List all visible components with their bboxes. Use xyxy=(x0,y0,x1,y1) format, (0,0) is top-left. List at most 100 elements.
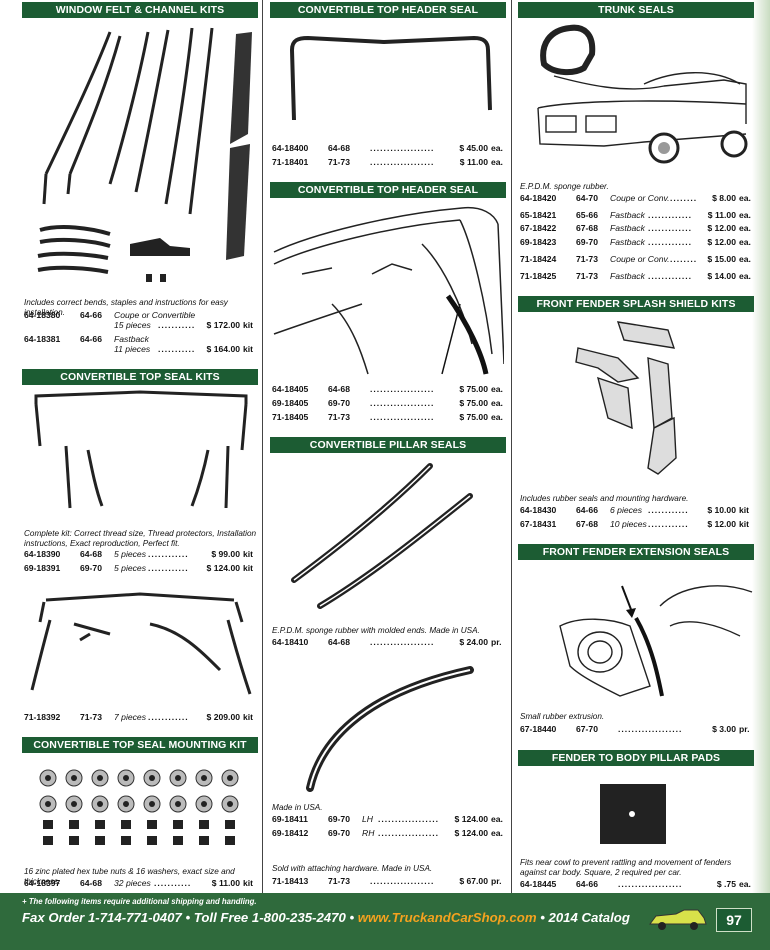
section-header-trunk-seals: TRUNK SEALS xyxy=(518,2,754,18)
section-header-pillar-pads: FENDER TO BODY PILLAR PADS xyxy=(518,750,754,766)
leader-dots: ............. xyxy=(648,210,693,220)
year-range: 65-66 xyxy=(576,210,598,220)
product-row: 71-18424 71-73 Coupe or Conv. ........ $… xyxy=(520,254,754,265)
unit: ea. xyxy=(739,210,751,220)
year-range: 69-70 xyxy=(328,398,350,408)
section-header-conv-top-seal-kits: CONVERTIBLE TOP SEAL KITS xyxy=(22,369,258,385)
year-range: 69-70 xyxy=(328,814,350,824)
unit: kit xyxy=(243,878,254,888)
product-row: 64-18410 64-68 ................... $ 24.… xyxy=(272,637,506,648)
leader-dots: ........... xyxy=(158,344,196,354)
description: 32 pieces xyxy=(114,878,151,888)
product-row: 67-18440 67-70 ................... $ 3.0… xyxy=(520,724,754,735)
section-header-window-felt: WINDOW FELT & CHANNEL KITS xyxy=(22,2,258,18)
section-header-pillar-seals: CONVERTIBLE PILLAR SEALS xyxy=(270,437,506,453)
year-range: 64-66 xyxy=(576,505,598,515)
trunk-seals-note: E.P.D.M. sponge rubber. xyxy=(520,182,609,191)
leader-dots: ........... xyxy=(154,878,192,888)
pillar-seals-image xyxy=(291,463,473,609)
year-range: 64-70 xyxy=(576,193,598,203)
year-range: 64-68 xyxy=(328,384,350,394)
part-number: 71-18413 xyxy=(272,876,309,886)
pieces: 15 pieces xyxy=(114,320,151,330)
bullet: • xyxy=(540,910,545,925)
trunk-seals-image xyxy=(537,24,748,164)
leader-dots: ........ xyxy=(670,254,698,264)
price: $ 124.00 xyxy=(454,814,488,824)
year-range: 71-73 xyxy=(80,712,102,722)
price: $ 209.00 xyxy=(206,712,240,722)
year-range: 64-66 xyxy=(80,334,102,344)
website-link[interactable]: www.TruckandCarShop.com xyxy=(357,910,537,925)
unit: ea. xyxy=(739,237,751,247)
pillar-seals-note: E.P.D.M. sponge rubber with molded ends.… xyxy=(272,626,480,635)
part-number: 64-18420 xyxy=(520,193,557,203)
product-row: 67-18422 67-68 Fastback ............. $ … xyxy=(520,223,754,234)
price: $ 12.00 xyxy=(707,237,736,247)
section-header-mounting-kit: CONVERTIBLE TOP SEAL MOUNTING KIT xyxy=(22,737,258,753)
product-row: 71-18405 71-73 ................... $ 75.… xyxy=(272,412,506,423)
description: LH xyxy=(362,814,373,824)
year-range: 67-68 xyxy=(576,519,598,529)
price: $ 3.00 xyxy=(712,724,736,734)
unit: kit xyxy=(243,712,254,722)
part-number: 69-18405 xyxy=(272,398,309,408)
leader-dots: ................... xyxy=(370,876,435,886)
year-range: 69-70 xyxy=(576,237,598,247)
window-felt-note: Includes correct bends, staples and inst… xyxy=(24,298,228,317)
unit: ea. xyxy=(491,157,503,167)
page-number: 97 xyxy=(716,908,752,932)
page-footer xyxy=(0,893,770,950)
leader-dots: ................... xyxy=(370,398,435,408)
unit: ea. xyxy=(491,384,503,394)
unit: ea. xyxy=(739,879,751,889)
part-number: 64-18390 xyxy=(24,549,61,559)
unit: ea. xyxy=(739,271,751,281)
part-number: 65-18421 xyxy=(520,210,557,220)
price: $ 124.00 xyxy=(454,828,488,838)
section-header-extension-seals: FRONT FENDER EXTENSION SEALS xyxy=(518,544,754,560)
price: $ 14.00 xyxy=(707,271,736,281)
year-range: 67-68 xyxy=(576,223,598,233)
truck-logo-icon xyxy=(649,909,707,930)
bullet: • xyxy=(349,910,355,925)
catalog-year: 2014 Catalog xyxy=(548,910,630,925)
leader-dots: ............ xyxy=(148,563,189,573)
part-number: 64-18445 xyxy=(520,879,557,889)
description: 5 pieces xyxy=(114,563,147,573)
year-range: 64-68 xyxy=(328,637,350,647)
part-number: 64-18405 xyxy=(272,384,309,394)
year-range: 64-68 xyxy=(80,878,102,888)
mounting-kit-note: 16 zinc plated hex tube nuts & 16 washer… xyxy=(24,867,235,886)
product-row: 11 pieces ........... $ 164.00 kit xyxy=(24,344,258,355)
part-number: 67-18422 xyxy=(520,223,557,233)
leader-dots: .................. xyxy=(378,814,439,824)
price: $ 11.00 xyxy=(459,157,488,167)
product-row: 64-18397 64-68 32 pieces ........... $ 1… xyxy=(24,878,258,889)
unit: ea. xyxy=(739,223,751,233)
pillar-seal-69-image xyxy=(306,666,474,792)
unit: ea. xyxy=(491,398,503,408)
year-range: 71-73 xyxy=(328,157,350,167)
part-number: 67-18440 xyxy=(520,724,557,734)
product-row: 71-18401 71-73 ................... $ 11.… xyxy=(272,157,506,168)
price: $ 172.00 xyxy=(206,320,240,330)
unit: ea. xyxy=(491,814,503,824)
description: Fastback xyxy=(610,210,645,220)
description: Coupe or Conv. xyxy=(610,254,670,264)
product-row: 71-18392 71-73 7 pieces ............ $ 2… xyxy=(24,712,258,723)
pieces: 11 pieces xyxy=(114,344,151,354)
year-range: 64-68 xyxy=(80,549,102,559)
column-divider xyxy=(262,0,263,893)
leader-dots: ........... xyxy=(158,320,196,330)
column-divider xyxy=(511,0,512,893)
unit: kit xyxy=(739,519,750,529)
part-number: 64-18397 xyxy=(24,878,61,888)
leader-dots: ........ xyxy=(670,193,698,203)
unit: kit xyxy=(243,563,254,573)
price: $ 24.00 xyxy=(459,637,488,647)
year-range: 71-73 xyxy=(328,876,350,886)
price: $ 11.00 xyxy=(211,878,240,888)
leader-dots: ............. xyxy=(648,237,693,247)
part-number: 64-18410 xyxy=(272,637,309,647)
